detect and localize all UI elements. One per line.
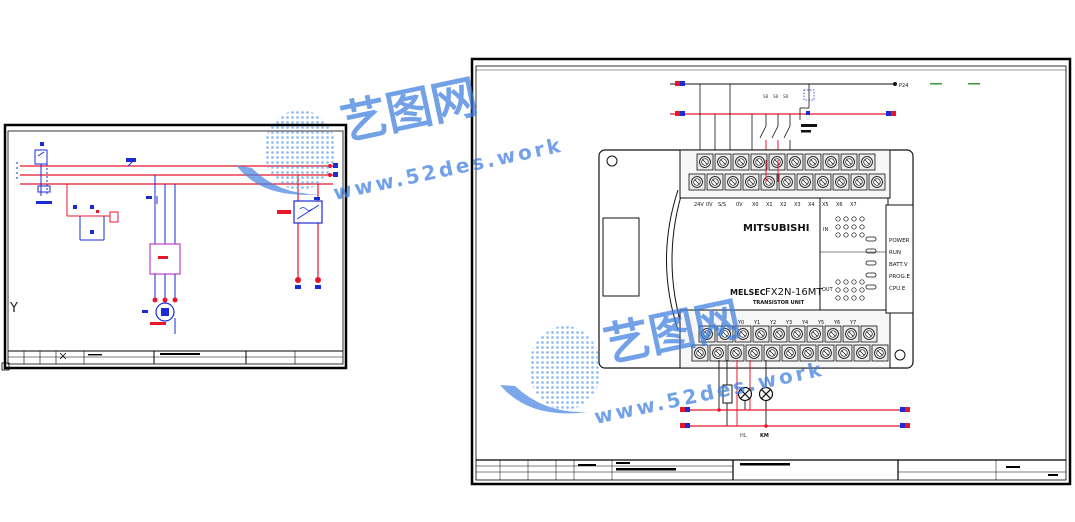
terminal-label-24v: 24V — [694, 202, 704, 208]
status-power: POWER — [889, 238, 910, 244]
out-label: OUT — [822, 287, 834, 293]
terminal-label-x6: X6 — [836, 202, 843, 208]
status-batt: BATT.V — [889, 262, 908, 268]
axis-label-y: Y — [9, 301, 18, 316]
status-prog: PROG.E — [889, 274, 910, 280]
terminal-label-y2: Y2 — [769, 320, 776, 326]
terminal-label-y3: Y3 — [785, 320, 792, 326]
watermark-brand-top: 艺图网 — [336, 69, 482, 151]
plc-model: FX2N-16MT — [765, 287, 823, 298]
switch-label-3: SB — [783, 94, 789, 99]
terminal-label-x2: X2 — [780, 202, 787, 208]
right-sheet: P24 SB SB SB — [470, 57, 1072, 486]
terminal-label-y0: Y0 — [737, 320, 744, 326]
terminal-label-x7: X7 — [850, 202, 857, 208]
switch-label-1: SB — [763, 94, 769, 99]
status-cpu: CPU.E — [889, 286, 906, 292]
terminal-label-ss: S/S — [718, 202, 726, 208]
terminal-label-x4: X4 — [808, 202, 815, 208]
terminal-label-y5: Y5 — [817, 320, 824, 326]
terminal-label-x5: X5 — [822, 202, 829, 208]
terminal-label-x1: X1 — [766, 202, 773, 208]
terminal-label-0v-a: 0V — [706, 202, 713, 208]
terminal-label-y6: Y6 — [833, 320, 840, 326]
terminal-label-y1: Y1 — [753, 320, 760, 326]
status-run: RUN — [889, 250, 901, 256]
plc-brand: MITSUBISHI — [743, 223, 809, 234]
rail-label-p24: P24 — [899, 83, 908, 89]
label-km: KM — [760, 433, 769, 439]
in-label: IN — [823, 227, 828, 233]
terminal-label-y4: Y4 — [801, 320, 808, 326]
terminal-label-0v-b: 0V — [736, 202, 743, 208]
plc-model-prefix: MELSEC — [730, 288, 766, 297]
terminal-label-x3: X3 — [794, 202, 801, 208]
terminal-label-y7: Y7 — [849, 320, 856, 326]
terminal-label-x0: X0 — [752, 202, 759, 208]
plc-model-sub: TRANSISTOR UNIT — [753, 300, 805, 306]
label-hl: HL — [740, 433, 747, 439]
switch-label-2: SB — [773, 94, 779, 99]
